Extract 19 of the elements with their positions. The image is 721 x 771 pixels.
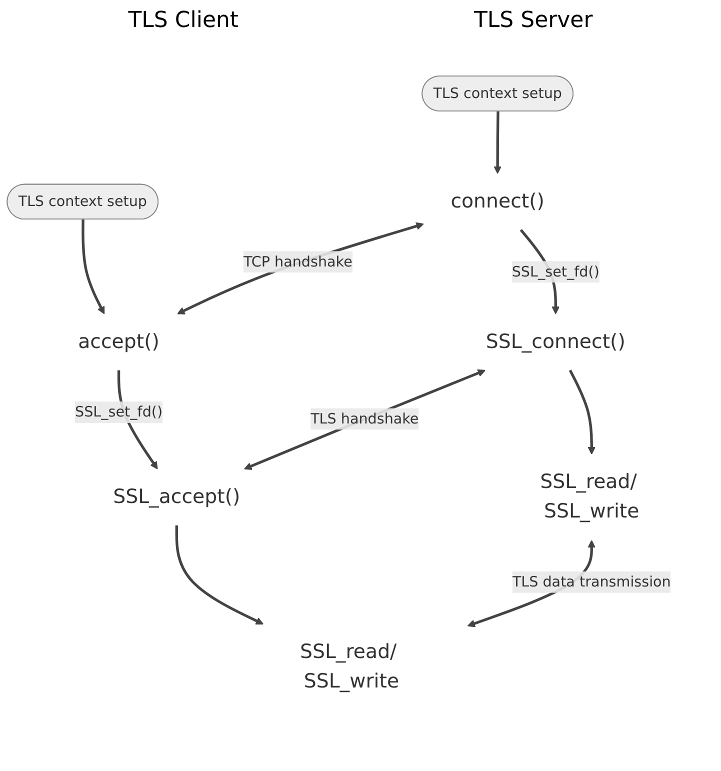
arrow xyxy=(175,525,264,625)
node-text: SSL_read/ SSL_write xyxy=(300,641,400,693)
node-text: SSL_read/ SSL_write xyxy=(540,471,640,524)
edge-label: SSL_set_fd() xyxy=(512,262,600,280)
node-text: connect() xyxy=(450,190,544,213)
edge-label: TLS data transmission xyxy=(512,573,671,590)
column-heading: TLS Server xyxy=(474,8,593,33)
edge-label: TLS handshake xyxy=(310,410,419,427)
edge-label: TCP handshake xyxy=(243,252,352,270)
arrow xyxy=(494,111,502,174)
arrow xyxy=(82,220,105,314)
arrow xyxy=(177,222,424,314)
node-text: accept() xyxy=(78,330,160,354)
edge-label: SSL_set_fd() xyxy=(74,403,163,420)
node-text: SSL_accept() xyxy=(113,486,240,508)
arrow xyxy=(568,370,596,455)
node-text: SSL_connect() xyxy=(486,330,626,354)
arrow xyxy=(244,369,486,470)
column-heading: TLS Client xyxy=(128,8,239,33)
